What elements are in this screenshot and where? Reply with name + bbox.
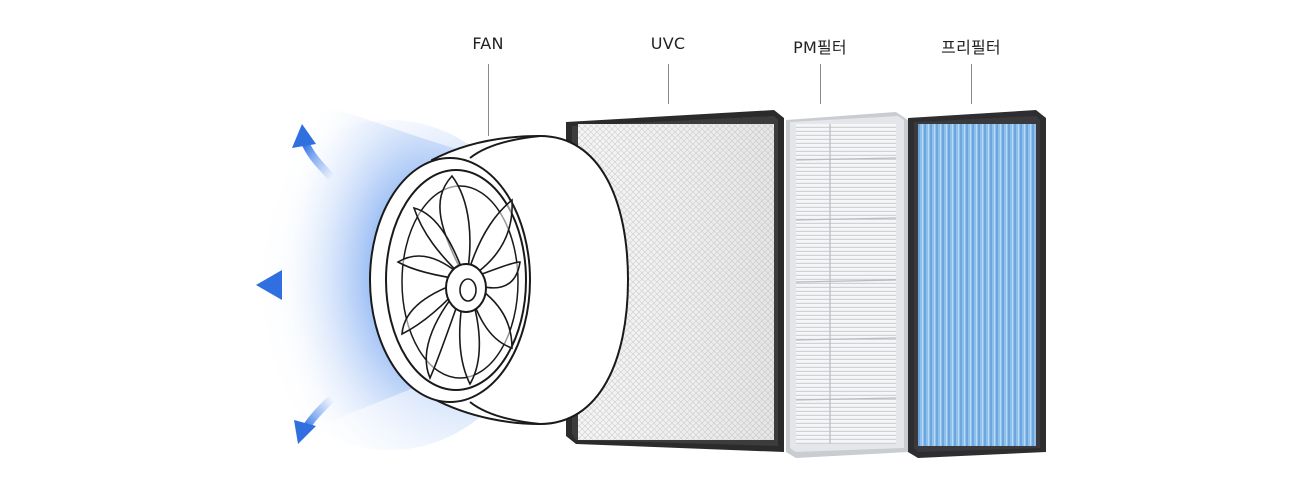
label-uvc: UVC xyxy=(650,34,686,53)
label-pre-filter: 프리필터 xyxy=(941,38,1001,57)
leader-line-pm-filter xyxy=(820,64,821,104)
label-fan: FAN xyxy=(472,34,504,53)
leader-line-fan xyxy=(488,64,489,136)
leader-line-uvc xyxy=(668,64,669,104)
arrow-icon xyxy=(256,270,330,300)
leader-line-pre-filter xyxy=(971,64,972,104)
pm-filter xyxy=(786,112,908,458)
arrow-down-icon xyxy=(294,395,335,444)
fan-icon xyxy=(369,134,630,426)
label-pm-filter: PM필터 xyxy=(793,38,847,57)
arrow-up-icon xyxy=(292,124,335,181)
pre-filter xyxy=(908,110,1046,458)
uvc-filter xyxy=(566,110,784,452)
